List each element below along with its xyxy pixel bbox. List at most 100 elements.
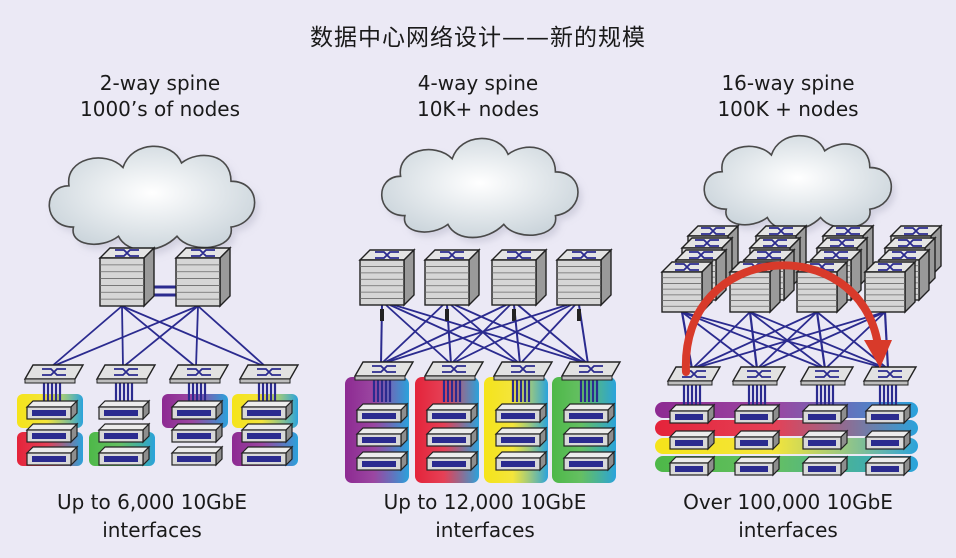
server-port-icon (808, 466, 836, 472)
server-port-icon (808, 414, 836, 420)
panel-heading-4way: 4-way spine 10K+ nodes (318, 70, 638, 122)
server-port-icon (569, 437, 603, 443)
leaf-switch-2 (731, 366, 787, 386)
network-link (385, 304, 452, 365)
switch-logo-icon (375, 251, 399, 259)
server (425, 426, 479, 448)
server-port-icon (247, 410, 281, 416)
server-port-icon (569, 413, 603, 419)
panel-footer-16way: Over 100,000 10GbE interfaces (628, 488, 948, 544)
server-port-icon (362, 461, 396, 467)
server (801, 455, 849, 477)
heading-line2: 1000’s of nodes (80, 97, 240, 121)
server (864, 429, 912, 451)
server-port-icon (501, 461, 535, 467)
switch-logo-icon (701, 227, 725, 235)
uplink-port (445, 309, 449, 321)
rack-color-row (655, 420, 918, 436)
server (733, 429, 781, 451)
rack-color-row (655, 438, 918, 454)
switch-logo-icon (898, 239, 922, 247)
server-port-icon (104, 410, 138, 416)
panel-heading-16way: 16-way spine 100K + nodes (628, 70, 948, 122)
switch-logo-icon (878, 370, 902, 378)
server (355, 402, 409, 424)
server (801, 403, 849, 425)
leaf-switch-4 (238, 364, 300, 384)
server (240, 422, 294, 444)
server-port-icon (740, 414, 768, 420)
cloud-icon (48, 145, 259, 255)
server (562, 426, 616, 448)
network-link (756, 311, 886, 370)
heading-line1: 4-way spine (417, 71, 539, 95)
leaf-switch-3 (492, 361, 554, 381)
server-port-icon (177, 456, 211, 462)
server-port-icon (32, 433, 66, 439)
network-link (691, 311, 751, 370)
switch-logo-icon (830, 239, 854, 247)
cloud-icon (703, 134, 896, 235)
server (562, 402, 616, 424)
arrow-head-icon (864, 340, 892, 368)
uplink-port (512, 309, 516, 321)
server (97, 399, 151, 421)
switch-logo-icon (769, 227, 793, 235)
server-port-icon (362, 437, 396, 443)
network-link (450, 304, 572, 365)
leaf-switch-1 (23, 364, 85, 384)
switch-logo-icon (114, 368, 138, 376)
server-port-icon (675, 414, 703, 420)
footer-line2: interfaces (435, 518, 535, 542)
server-port-icon (104, 433, 138, 439)
network-link (197, 305, 267, 368)
switch-logo-icon (878, 263, 902, 271)
network-link (517, 304, 589, 365)
cloud-icon (380, 137, 582, 243)
network-link (195, 305, 199, 368)
switch-logo-icon (689, 251, 713, 259)
network-link (50, 305, 123, 368)
leaf-switch-3 (799, 366, 855, 386)
switch-logo-icon (191, 249, 215, 257)
footer-line2: interfaces (738, 518, 838, 542)
server-port-icon (432, 461, 466, 467)
uplink-port (577, 309, 581, 321)
server (25, 422, 79, 444)
panel-heading-2way: 2-way spine 1000’s of nodes (0, 70, 320, 122)
switch-logo-icon (507, 251, 531, 259)
server-port-icon (177, 410, 211, 416)
server (668, 429, 716, 451)
server (425, 450, 479, 472)
network-link (380, 304, 507, 365)
network-link (380, 304, 444, 365)
server (240, 399, 294, 421)
switch-logo-icon (763, 239, 787, 247)
heading-line2: 100K + nodes (717, 97, 859, 121)
rack-color-row (655, 402, 918, 418)
switch-logo-icon (757, 251, 781, 259)
server-port-icon (177, 433, 211, 439)
server (97, 422, 151, 444)
server (170, 422, 224, 444)
network-link (691, 311, 886, 370)
server (97, 445, 151, 467)
server-port-icon (432, 413, 466, 419)
server-port-icon (569, 461, 603, 467)
diagram-title: 数据中心网络设计——新的规模 (310, 25, 646, 51)
switch-logo-icon (115, 249, 139, 257)
footer-line2: interfaces (102, 518, 202, 542)
server (668, 403, 716, 425)
server (668, 455, 716, 477)
footer-line1: Up to 12,000 10GbE (383, 490, 587, 514)
spine-switch-2 (174, 246, 232, 308)
server (25, 445, 79, 467)
switch-logo-icon (572, 251, 596, 259)
server (801, 429, 849, 451)
server (355, 450, 409, 472)
network-link (519, 304, 576, 365)
switch-logo-icon (440, 251, 464, 259)
server (864, 403, 912, 425)
network-link (50, 305, 199, 368)
